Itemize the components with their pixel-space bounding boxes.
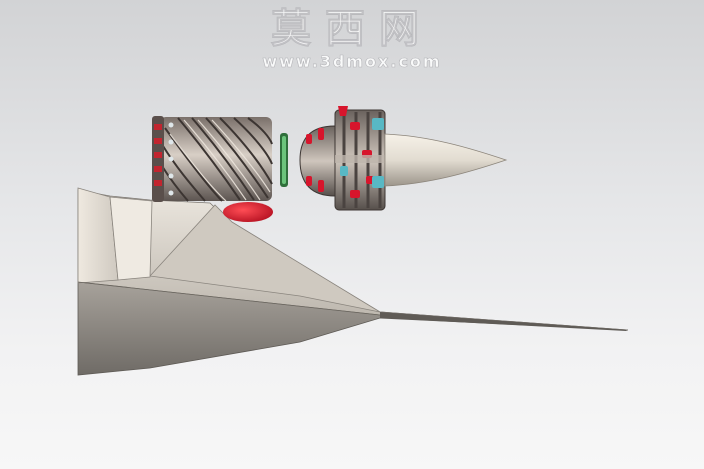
core-red-vanes (306, 128, 324, 192)
hull-crease (77, 281, 381, 316)
drum-ports (154, 124, 162, 186)
intake-hull (77, 187, 629, 376)
exhaust-cone (384, 133, 508, 187)
spiral-blades (161, 117, 273, 202)
green-seal-ring (280, 133, 288, 187)
hull-trailing-edge (380, 312, 628, 331)
hull-upper-wedge (149, 204, 381, 313)
engine-core (299, 106, 386, 211)
watermark-title: 莫西网 (271, 5, 433, 52)
core-dome (299, 125, 336, 197)
core-cyan-fittings (340, 118, 384, 188)
watermark-url: www.3dmox.com (262, 52, 441, 71)
intake-ramp (109, 196, 153, 281)
compressor-drum (152, 116, 273, 202)
red-fairing (223, 202, 273, 222)
